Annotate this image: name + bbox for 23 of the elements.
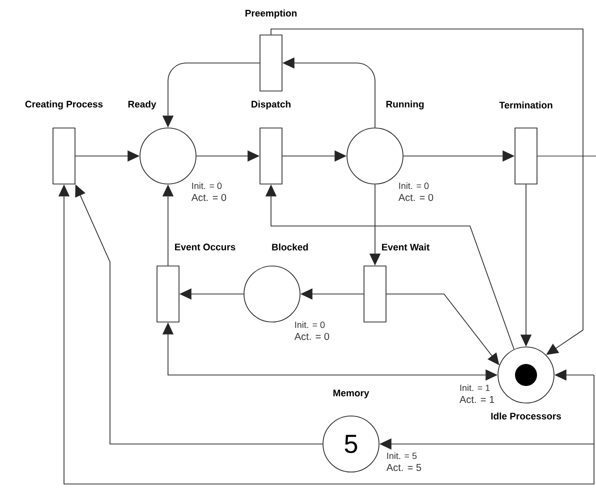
marking-note: Init. = 0 Act. = 0 — [191, 182, 226, 202]
node-label: Dispatch — [252, 100, 290, 110]
arrow — [270, 28, 584, 355]
marking-note: Init. = 0 Act. = 0 — [294, 321, 330, 340]
transition-bar: Preemption — [246, 10, 297, 92]
node-label: Event Wait — [382, 244, 430, 250]
node-label: Blocked — [272, 244, 308, 250]
transition-bar: Event Wait — [364, 244, 430, 322]
transition-bar: Event Occurs — [156, 244, 236, 322]
node-label: Termination — [499, 102, 552, 108]
node-label: Event Occurs — [175, 244, 236, 250]
node-label: Preemption — [246, 10, 297, 18]
node-label: Creating Process — [25, 100, 103, 110]
marking-note: Init. = 5 Act. = 5 — [386, 452, 422, 472]
node-label: Ready — [128, 100, 156, 110]
transition-bar: Creating Process — [25, 100, 103, 184]
transition-bar: Termination — [499, 102, 552, 184]
node-label: Running — [386, 100, 424, 110]
marking-note: Init. = 1 Act. = 1 — [460, 384, 494, 404]
node-label: Idle Processors — [491, 412, 561, 420]
marking-note: Init. = 0 Act. = 0 — [398, 182, 434, 202]
transition-bar: Dispatch — [252, 100, 290, 184]
node-label: Memory — [333, 390, 370, 398]
